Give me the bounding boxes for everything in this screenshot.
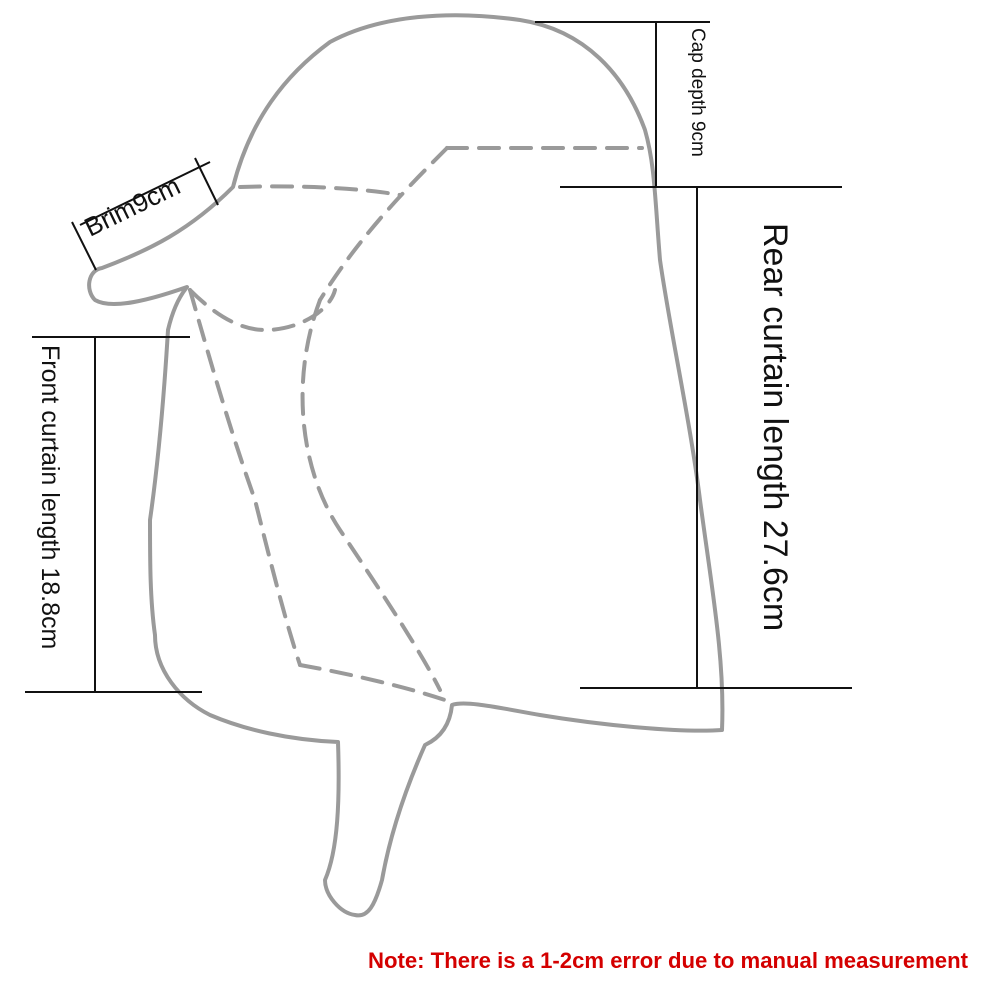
diagonal-seam [318, 146, 449, 302]
cap-depth-label: Cap depth 9cm [687, 28, 708, 157]
front-curtain-measure [25, 336, 202, 693]
brim-measure [71, 157, 219, 271]
bottom-seam [298, 663, 447, 702]
crown-seam [238, 184, 402, 197]
front-inner-edge [188, 288, 302, 667]
seam-lines [188, 146, 644, 702]
inner-curtain-curve [300, 298, 442, 692]
cap-depth-measure [535, 21, 842, 188]
rear-curtain-label: Rear curtain length 27.6cm [756, 223, 794, 631]
front-curtain-label: Front curtain length 18.8cm [36, 345, 64, 649]
face-opening [188, 288, 337, 333]
hat-outline [87, 13, 725, 918]
rear-curtain-measure [580, 187, 852, 689]
measurement-note: Note: There is a 1-2cm error due to manu… [368, 948, 969, 973]
brim-label: Brim9cm [79, 170, 184, 242]
